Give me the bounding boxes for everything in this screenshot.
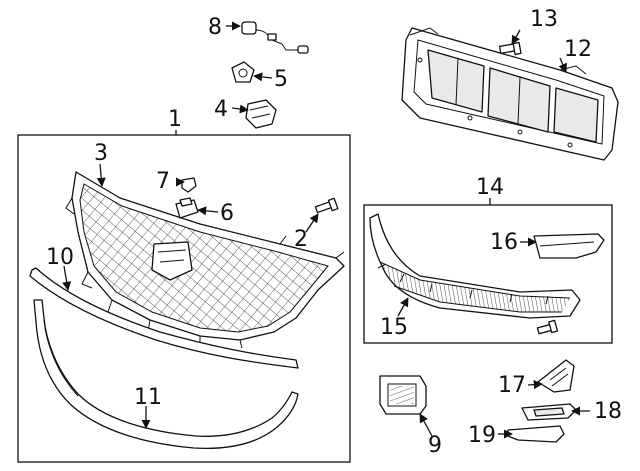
callout-6: 6 — [220, 201, 234, 226]
callout-1: 1 — [168, 107, 182, 132]
bolt-2-part — [314, 197, 339, 214]
leader-lines — [62, 21, 590, 439]
upper-molding-part — [29, 267, 299, 369]
callout-3: 3 — [94, 141, 108, 166]
callout-10: 10 — [46, 245, 74, 270]
callout-16: 16 — [490, 230, 518, 255]
callout-19: 19 — [468, 423, 496, 448]
surround-molding-part — [33, 299, 299, 450]
callout-9: 9 — [428, 433, 442, 458]
retainer-6-part — [175, 197, 199, 219]
emblem-9-part — [379, 375, 427, 415]
bolt-group14-part — [536, 319, 559, 335]
vent-17-part — [537, 359, 575, 393]
cover-16-part — [533, 233, 605, 259]
callout-7: 7 — [156, 169, 170, 194]
callout-11: 11 — [134, 385, 162, 410]
sensor-harness-part — [241, 21, 309, 54]
callout-18: 18 — [594, 399, 622, 424]
clip-7-part — [181, 177, 197, 193]
group-1-frame — [17, 134, 351, 463]
callout-2: 2 — [294, 227, 308, 252]
bracket-5-part — [231, 61, 255, 83]
callout-17: 17 — [498, 373, 526, 398]
trim-18-part — [521, 403, 577, 421]
callout-13: 13 — [530, 7, 558, 32]
callout-15: 15 — [380, 315, 408, 340]
group-14-frame — [363, 204, 613, 344]
callout-8: 8 — [208, 15, 222, 40]
trim-19-part — [507, 425, 565, 443]
bolt-13-part — [498, 41, 522, 56]
callout-4: 4 — [214, 97, 228, 122]
callout-14: 14 — [476, 175, 504, 200]
callout-5: 5 — [274, 67, 288, 92]
callouts: 1 2 3 4 5 6 7 8 9 10 11 12 13 14 15 16 1… — [46, 7, 622, 458]
main-grille-part — [65, 171, 345, 349]
camera-4-part — [245, 99, 277, 129]
callout-12: 12 — [564, 37, 592, 62]
lower-grille-part — [369, 213, 581, 319]
support-frame-part — [401, 27, 619, 161]
